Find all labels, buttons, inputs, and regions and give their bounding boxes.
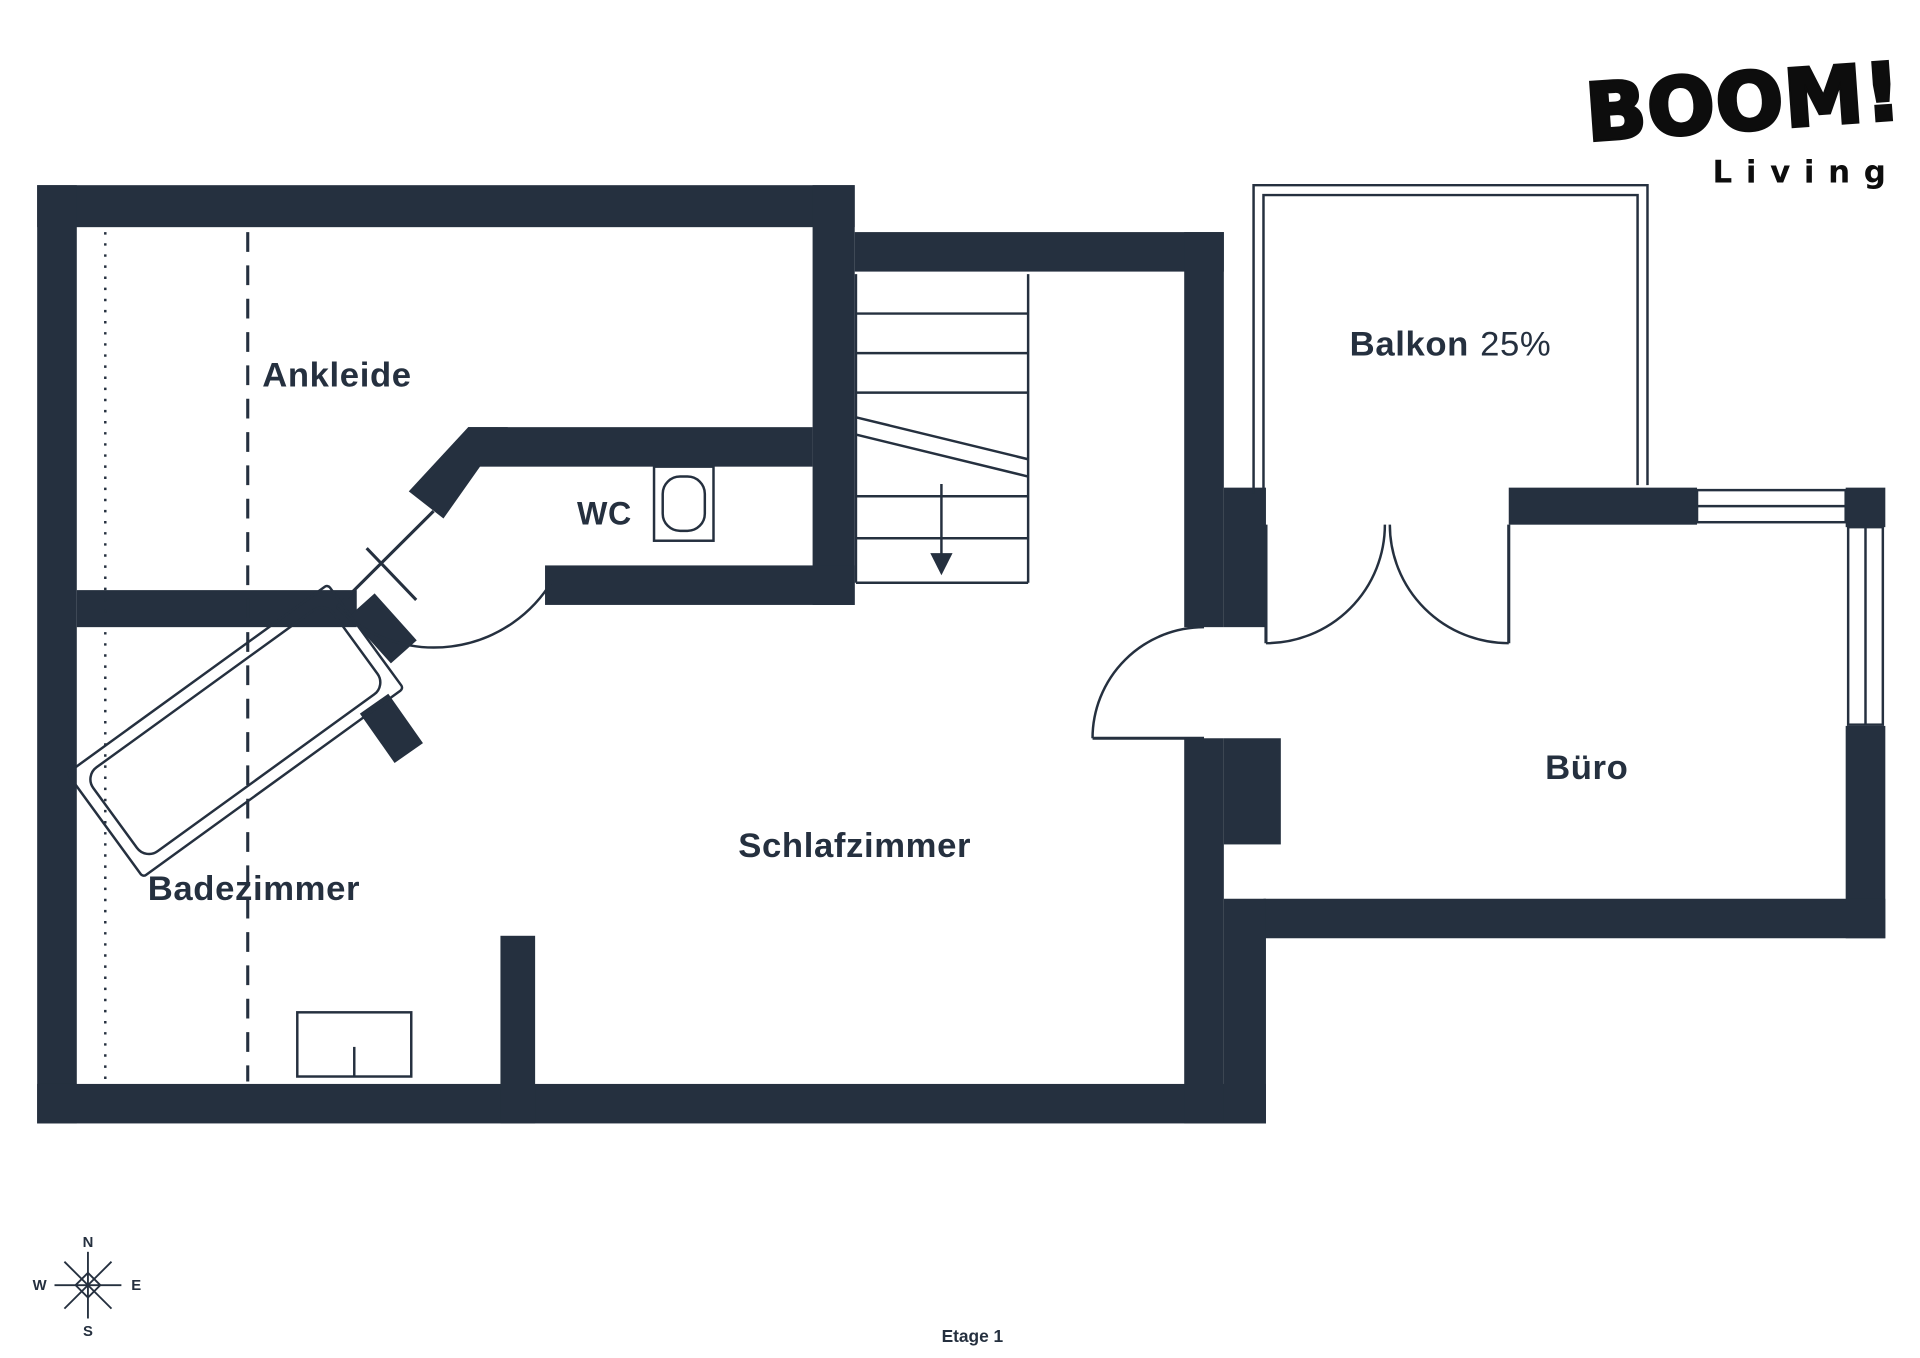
balkon-percentage: 25%: [1480, 326, 1551, 364]
room-label-schlafzimmer: Schlafzimmer: [738, 827, 971, 865]
angled-wall: [408, 427, 508, 519]
wall: [500, 935, 536, 1124]
staircase: [854, 274, 1030, 584]
door-swing-arc: [1091, 625, 1205, 739]
room-label-balkon: Balkon 25%: [1350, 326, 1552, 364]
room-label-buero: Büro: [1545, 749, 1628, 787]
stair-break-line: [855, 433, 1029, 478]
compass-east: E: [131, 1278, 141, 1294]
stair-arrow-head: [930, 553, 953, 576]
logo-title: BOOM!: [1583, 46, 1905, 160]
wall: [1223, 487, 1266, 628]
fixtures: [67, 465, 715, 1078]
wall: [37, 185, 855, 228]
door-leaf: [365, 547, 418, 602]
wall: [468, 427, 813, 467]
compass-north: N: [83, 1235, 94, 1251]
wall: [1508, 487, 1698, 525]
door-swing-arc: [1388, 524, 1509, 645]
ceiling-height-lines: [104, 232, 250, 1082]
compass-south: S: [83, 1324, 93, 1340]
compass-diamond: [74, 1271, 102, 1299]
balkon-name: Balkon: [1350, 326, 1469, 364]
compass-west: W: [33, 1278, 47, 1294]
wall: [37, 1083, 1266, 1124]
wall: [1223, 898, 1266, 1124]
balcony-parapet: [1252, 183, 1649, 494]
brand-logo: BOOM! Living: [1581, 44, 1907, 191]
windows: [1695, 488, 1885, 726]
wall: [37, 185, 77, 1124]
door-leaf: [335, 510, 435, 609]
room-label-ankleide: Ankleide: [262, 356, 411, 394]
wall: [1845, 487, 1886, 528]
stair-break-line: [855, 416, 1029, 461]
wall: [1223, 738, 1281, 845]
angled-wall-stub: [359, 693, 423, 763]
doors: [335, 510, 1511, 740]
wall: [1184, 232, 1224, 628]
wc-sink: [652, 465, 715, 542]
door-swing-arc: [336, 579, 554, 649]
wall-segments: [37, 185, 1886, 1124]
angled-wall-stub: [348, 593, 417, 664]
bathroom-sink: [296, 1011, 413, 1078]
logo-subtitle: Living: [1712, 155, 1899, 191]
room-label-wc: WC: [577, 496, 632, 532]
bathtub: [67, 584, 404, 877]
compass-rose: N S W E: [33, 1235, 142, 1340]
wall: [545, 565, 855, 605]
wall: [1263, 898, 1886, 939]
door-swing-arc: [1265, 524, 1387, 645]
wall: [854, 232, 1224, 272]
floor-label: Etage 1: [942, 1326, 1004, 1346]
room-label-badezimmer: Badezimmer: [148, 870, 360, 908]
wall: [1184, 738, 1224, 1124]
wall: [812, 185, 855, 605]
